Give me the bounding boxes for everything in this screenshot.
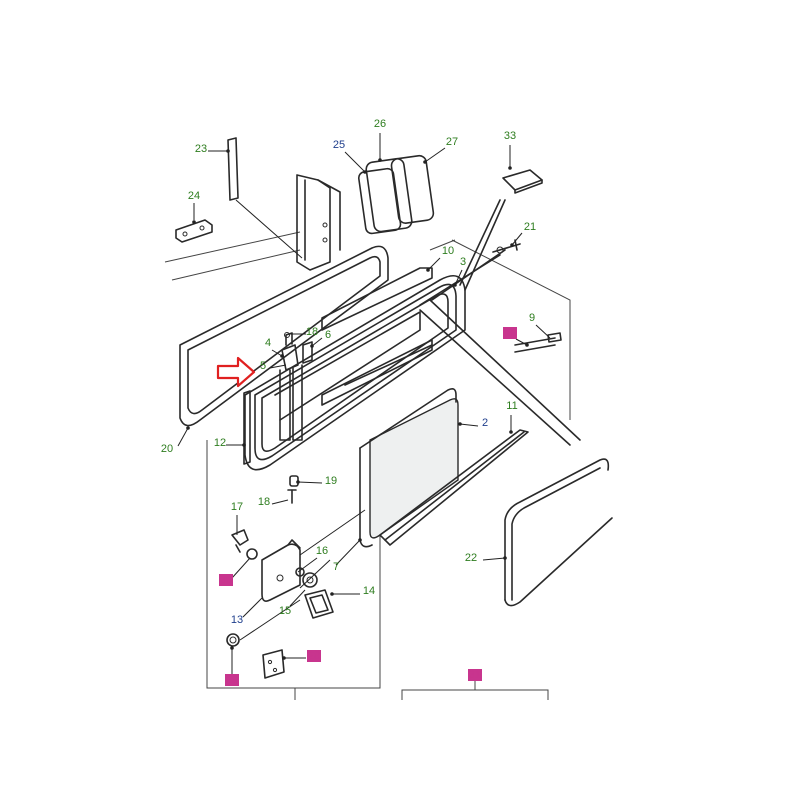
callout-label-2: 2 [482, 417, 488, 429]
callout-label-10: 10 [442, 245, 454, 257]
callout-label-7: 7 [333, 561, 339, 573]
callout-label-18a: 18 [306, 326, 318, 338]
callout-label-28: 28 [308, 650, 320, 662]
callout-label-8: 8 [507, 327, 513, 339]
callout-label-23: 23 [195, 143, 207, 155]
callout-label-11: 11 [506, 400, 517, 412]
callout-highlight-30 [219, 574, 233, 586]
callout-label-13: 13 [231, 614, 243, 626]
body-pillar-bracket [296, 174, 341, 271]
part-21-pin [492, 239, 521, 254]
callout-label-17: 17 [231, 501, 243, 513]
callout-label-14: 14 [363, 585, 375, 597]
callout-label-16: 16 [316, 545, 328, 557]
part-33-plate [502, 169, 543, 194]
parts-4-5-6-18-latch [279, 332, 313, 441]
callout-label-31: 31 [469, 669, 481, 681]
part-2-glass-panel [359, 388, 459, 548]
guide-rods [419, 199, 581, 446]
part-23-trim-strip [227, 137, 303, 259]
callout-labels: 23 24 25 26 27 33 21 10 3 18 6 4 5 8 9 20 12 2 11 19 18 17 16 3… [161, 118, 536, 686]
callout-label-26: 26 [374, 118, 386, 130]
callout-label-9: 9 [529, 312, 535, 324]
callout-label-25: 25 [333, 139, 345, 151]
leader-lines [177, 133, 551, 676]
callout-label-27: 27 [446, 136, 458, 148]
callout-label-21: 21 [524, 221, 536, 233]
callout-label-29: 29 [226, 674, 238, 686]
part-24-bracket [175, 219, 213, 243]
parts-10-3-slider-frames [244, 267, 466, 471]
vehicle-body-outline [164, 231, 571, 700]
callout-label-24: 24 [188, 190, 200, 202]
part-22-seal [504, 458, 613, 607]
callout-highlight-31 [468, 669, 482, 681]
callout-label-18b: 18 [258, 496, 270, 508]
callout-highlight-29 [225, 674, 239, 686]
lock-assembly [226, 509, 366, 679]
red-arrow-indicator [216, 356, 256, 388]
callout-label-30: 30 [220, 574, 232, 586]
part-12-rail [243, 390, 251, 465]
callout-label-12: 12 [214, 437, 226, 449]
callout-highlight-28 [307, 650, 321, 662]
callout-highlight-8 [503, 327, 517, 339]
part-11-channel [379, 429, 529, 546]
callout-label-33: 33 [504, 130, 516, 142]
callout-label-6: 6 [325, 329, 331, 341]
callout-label-19: 19 [325, 475, 337, 487]
callout-label-4: 4 [265, 337, 271, 349]
parts-18-19-pins [287, 475, 299, 504]
callout-label-3: 3 [460, 256, 466, 268]
parts-8-9-rod [514, 332, 562, 353]
callout-label-5: 5 [260, 360, 266, 372]
callout-label-15: 15 [279, 605, 291, 617]
part-20-window-frame [179, 245, 389, 427]
callout-label-22: 22 [465, 552, 477, 564]
callout-label-20: 20 [161, 443, 173, 455]
parts-25-26-27-seals [357, 154, 435, 235]
